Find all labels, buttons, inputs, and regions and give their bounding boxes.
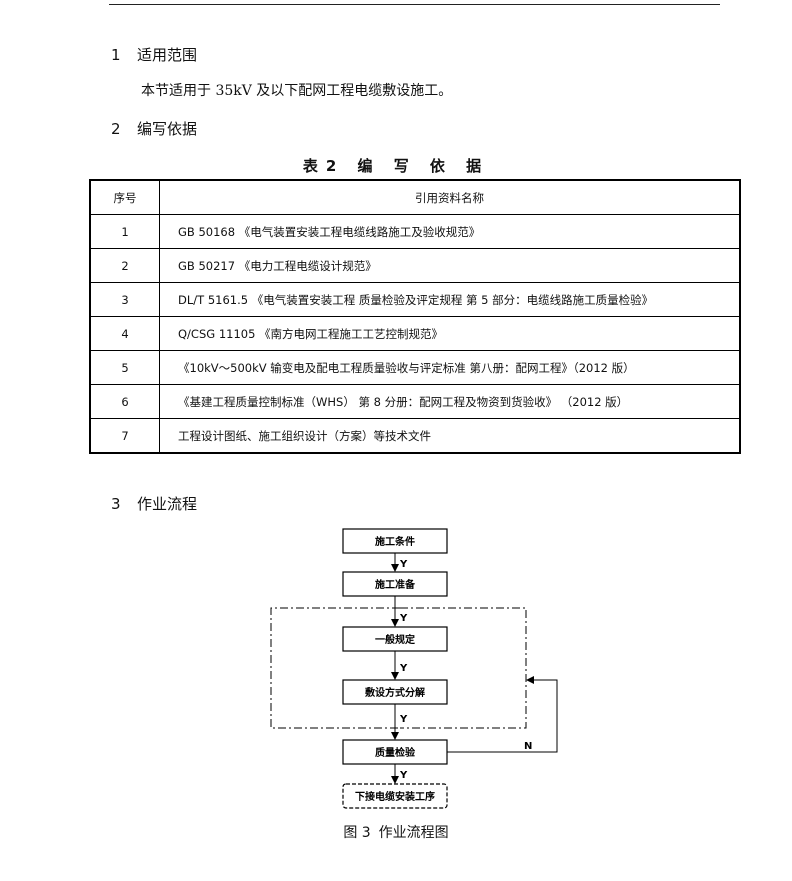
step-label-2: 施工准备 <box>375 578 416 591</box>
row-no: 5 <box>89 350 160 385</box>
row-no: 7 <box>89 418 160 454</box>
section-2-number: 2 <box>111 120 121 138</box>
arrow-5-6: Y <box>391 764 408 784</box>
section-1-heading: 1 适用范围 <box>111 44 197 65</box>
feedback-arrow: N <box>447 676 558 753</box>
step-label-3: 一般规定 <box>375 633 415 646</box>
step-label-4: 敷设方式分解 <box>365 686 425 699</box>
step-label-6: 下接电缆安装工序 <box>355 790 435 803</box>
row-name: 《10kV～500kV 输变电及配电工程质量验收与评定标准 第八册：配网工程》（… <box>159 350 741 385</box>
figure-title: 作业流程图 <box>378 825 449 841</box>
top-rule <box>109 4 720 5</box>
row-no: 3 <box>89 282 160 317</box>
header-name: 引用资料名称 <box>159 179 741 215</box>
arrow-3-4: Y <box>391 651 408 680</box>
step-box-4: 敷设方式分解 <box>342 679 448 705</box>
step-box-3: 一般规定 <box>342 626 448 652</box>
flowchart: 施工条件 施工准备 一般规定 敷设方式分解 质量检验 下接电缆安装工序 Y Y … <box>270 528 558 809</box>
no-label: N <box>524 741 532 752</box>
table-header-row: 序号 引用资料名称 <box>89 179 741 215</box>
yes-label: Y <box>399 559 408 570</box>
section-1-text: 本节适用于 35kV 及以下配网工程电缆敷设施工。 <box>141 83 453 99</box>
yes-label: Y <box>399 714 408 725</box>
table-row: 6《基建工程质量控制标准（WHS） 第 8 分册：配网工程及物资到货验收》 （2… <box>89 384 741 419</box>
step-box-1: 施工条件 <box>342 528 448 554</box>
loop-frame <box>270 607 527 729</box>
header-no: 序号 <box>89 179 160 215</box>
section-1-number: 1 <box>111 46 121 64</box>
figure-caption: 图 3 作业流程图 <box>0 822 792 842</box>
row-name: GB 50168 《电气装置安装工程电缆线路施工及验收规范》 <box>159 214 741 249</box>
row-name: Q/CSG 11105 《南方电网工程施工工艺控制规范》 <box>159 316 741 351</box>
yes-label: Y <box>399 663 408 674</box>
arrow-4-5: Y <box>391 704 408 740</box>
step-label-5: 质量检验 <box>375 746 416 759</box>
row-no: 2 <box>89 248 160 283</box>
yes-label: Y <box>399 613 408 624</box>
row-no: 4 <box>89 316 160 351</box>
table-title: 表2 编 写 依 据 <box>302 157 490 175</box>
row-name: 工程设计图纸、施工组织设计（方案）等技术文件 <box>159 418 741 454</box>
section-3-title: 作业流程 <box>137 495 198 513</box>
step-box-2: 施工准备 <box>342 571 448 597</box>
section-2-title: 编写依据 <box>137 120 198 138</box>
row-no: 1 <box>89 214 160 249</box>
section-2-heading: 2 编写依据 <box>111 118 197 139</box>
yes-label: Y <box>399 770 408 781</box>
figure-number: 图 3 <box>343 825 371 841</box>
table-row: 5《10kV～500kV 输变电及配电工程质量验收与评定标准 第八册：配网工程》… <box>89 350 741 385</box>
arrow-1-2: Y <box>391 553 408 572</box>
section-1-title: 适用范围 <box>137 46 198 64</box>
row-name: 《基建工程质量控制标准（WHS） 第 8 分册：配网工程及物资到货验收》 （20… <box>159 384 741 419</box>
section-3-heading: 3 作业流程 <box>111 493 197 514</box>
row-name: DL/T 5161.5 《电气装置安装工程 质量检验及评定规程 第 5 部分：电… <box>159 282 741 317</box>
step-box-5: 质量检验 <box>342 739 448 765</box>
step-box-6: 下接电缆安装工序 <box>342 783 448 809</box>
row-no: 6 <box>89 384 160 419</box>
row-name: GB 50217 《电力工程电缆设计规范》 <box>159 248 741 283</box>
arrow-2-3: Y <box>391 596 408 627</box>
step-label-1: 施工条件 <box>375 535 415 548</box>
section-3-number: 3 <box>111 495 121 513</box>
